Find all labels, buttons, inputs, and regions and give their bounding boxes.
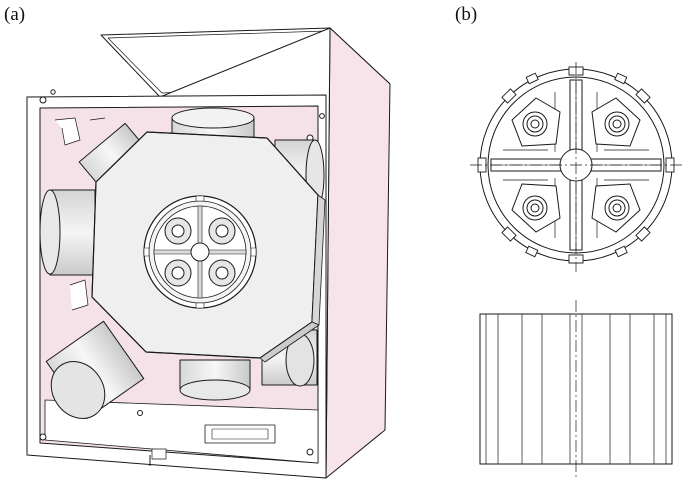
panel-a-housing-drawing bbox=[26, 27, 391, 479]
housing-right-side bbox=[325, 27, 391, 479]
panel-b-side-view bbox=[479, 300, 673, 478]
quadrant-pads bbox=[511, 97, 641, 233]
panel-a-label: (a) bbox=[4, 4, 26, 25]
central-disk-3d bbox=[143, 195, 257, 309]
panel-b-top-view bbox=[470, 62, 682, 272]
panel-b-label: (b) bbox=[455, 4, 478, 25]
